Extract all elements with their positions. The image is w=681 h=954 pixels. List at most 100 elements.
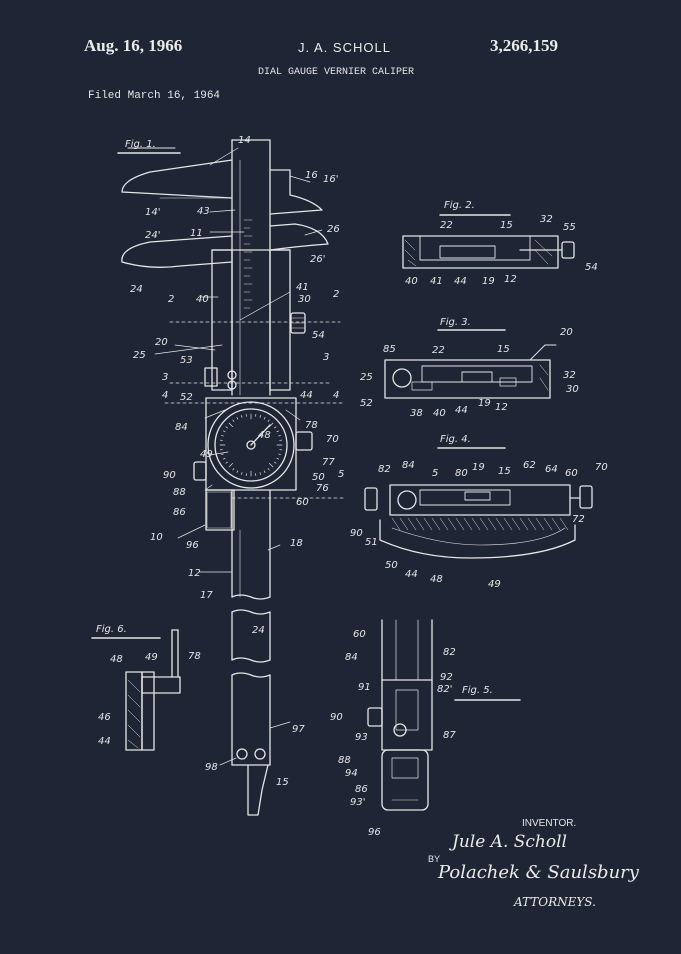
ref-label: 12	[495, 402, 508, 413]
dial-tick	[269, 422, 274, 427]
fig5-section	[367, 619, 521, 811]
dial-tick	[259, 472, 261, 475]
ref-label: 2	[333, 289, 339, 300]
ref-label: 43	[197, 206, 210, 217]
ref-label: 49	[145, 652, 158, 663]
ref-label: 50	[385, 560, 398, 571]
ref-label: 19	[482, 276, 495, 287]
inventor-label: INVENTOR.	[522, 818, 577, 829]
hatch-line	[535, 517, 545, 531]
ref-label: 55	[563, 222, 576, 233]
ref-label: 20	[560, 327, 573, 338]
fig4-section	[364, 447, 593, 559]
fig3-reference-numerals: 20 85 22 15 32 25 30 52 38 40 44 19 12	[360, 327, 579, 419]
ref-label: 52	[180, 392, 193, 403]
ref-label: 19	[472, 462, 485, 473]
ref-label: 70	[326, 434, 339, 445]
hatch-line	[423, 517, 433, 531]
ref-label: 92	[440, 672, 453, 683]
ref-label: 82	[443, 647, 456, 658]
fig5-reference-numerals: 60 84 82 92 82' 91 90 93 87 88 94 86 93'…	[330, 629, 456, 838]
ref-label: 32	[563, 370, 576, 381]
ref-label: 38	[410, 408, 423, 419]
dial-tick	[225, 426, 228, 429]
fig6-section	[91, 629, 181, 751]
ref-label: 52	[360, 398, 373, 409]
ref-label: 60	[296, 497, 309, 508]
dial-tick	[278, 453, 281, 455]
ref-label: 32	[540, 214, 553, 225]
fig4-label: Fig. 4.	[440, 434, 471, 445]
ref-label: 72	[572, 514, 585, 525]
ref-label: 86	[173, 507, 186, 518]
patent-title: DIAL GAUGE VERNIER CALIPER	[258, 67, 415, 78]
ref-label: 48	[110, 654, 123, 665]
dial-tick	[267, 468, 270, 471]
ref-label: 12	[504, 274, 517, 285]
ref-label: 90	[330, 712, 343, 723]
hatch-line	[551, 517, 561, 531]
dial-tick	[274, 426, 277, 429]
ref-label: 84	[175, 422, 188, 433]
ref-label: 87	[443, 730, 456, 741]
dial-tick	[228, 463, 233, 468]
dial-tick	[221, 453, 224, 455]
dial-tick	[241, 472, 243, 475]
fig3-section	[384, 329, 557, 399]
ref-label: 24	[252, 625, 265, 636]
fig1-reference-numerals: 14 16 16' 14' 43 11 26 24' 26' 24 41 40 …	[130, 135, 340, 788]
fig2-section	[402, 214, 575, 269]
ref-label: 10	[150, 532, 163, 543]
ref-label: 46	[98, 712, 111, 723]
ref-label: 41	[430, 276, 443, 287]
ref-label: 19	[478, 398, 491, 409]
dial-tick	[223, 430, 226, 433]
dial-tick	[269, 463, 274, 468]
fig1-caliper	[117, 139, 346, 816]
ref-label: 24	[130, 284, 143, 295]
ref-label: 2	[168, 294, 174, 305]
hatch-line	[415, 517, 425, 531]
ref-label: 5	[432, 468, 438, 479]
ref-label: 5	[338, 469, 344, 480]
hatch-line	[479, 517, 489, 531]
ref-label: 49	[200, 449, 213, 460]
dial-tick	[232, 419, 235, 422]
dial-tick	[276, 430, 279, 433]
ref-label: 15	[276, 777, 289, 788]
ref-label: 82	[378, 464, 391, 475]
inventor-signature: Jule A. Scholl	[452, 832, 567, 852]
ref-label: 62	[523, 460, 536, 471]
dial-tick	[232, 468, 235, 471]
ref-label: 97	[292, 724, 305, 735]
fig6-label: Fig. 6.	[96, 624, 127, 635]
hatch-line	[407, 517, 417, 531]
patent-date: Aug. 16, 1966	[84, 36, 183, 55]
dial-tick	[228, 422, 233, 427]
ref-label: 51	[365, 537, 378, 548]
ref-label: 44	[455, 405, 468, 416]
fig3-label: Fig. 3.	[440, 317, 471, 328]
hatch-line	[455, 517, 465, 531]
hatch-line	[511, 517, 521, 531]
ref-label: 78	[305, 420, 318, 431]
ref-label: 96	[368, 827, 381, 838]
ref-label: 77	[322, 457, 335, 468]
ref-label: 30	[566, 384, 579, 395]
hatch-line	[495, 517, 505, 531]
hatch-line	[487, 517, 497, 531]
ref-label: 4	[333, 390, 339, 401]
dial-tick	[236, 417, 239, 420]
dial-tick	[263, 417, 266, 420]
ref-label: 94	[345, 768, 358, 779]
dial-tick	[274, 461, 277, 464]
dial-tick	[263, 470, 266, 473]
ref-label: 18	[290, 538, 303, 549]
dial-tick	[241, 415, 243, 418]
ref-label: 3	[323, 352, 329, 363]
ref-label: 44	[300, 390, 313, 401]
fig2-label: Fig. 2.	[444, 200, 475, 211]
ref-label: 84	[402, 460, 415, 471]
